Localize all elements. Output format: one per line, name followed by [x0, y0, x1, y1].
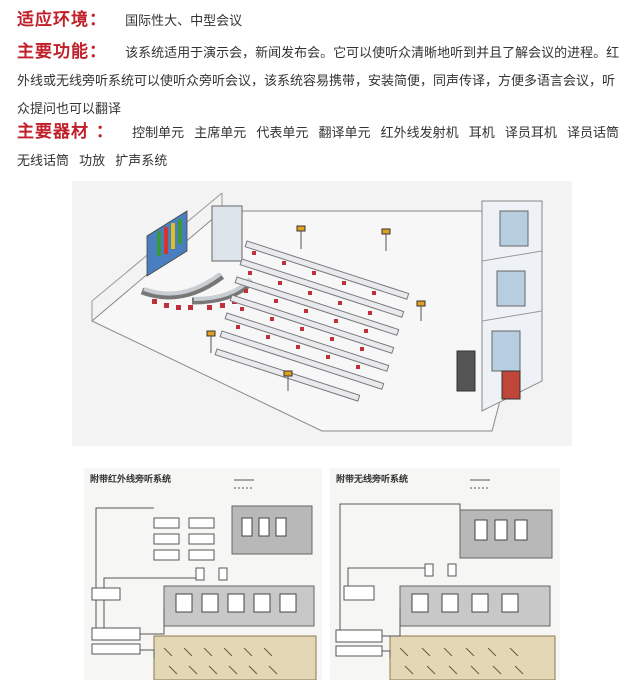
- infrared-system-diagram: 附带红外线旁听系统: [84, 468, 322, 680]
- conference-hall-illustration: [72, 181, 572, 446]
- environment-section: 适应环境： 国际性大、中型会议: [17, 6, 627, 36]
- function-heading: 主要功能：: [17, 42, 107, 62]
- environment-text: 国际性大、中型会议: [125, 14, 243, 29]
- equipment-heading: 主要器材 ：: [17, 122, 114, 142]
- function-section: 主要功能： 该系统适用于演示会，新闻发布会。它可以使听众清晰地听到并且了解会议的…: [17, 38, 627, 124]
- wireless-system-diagram: 附带无线旁听系统: [330, 468, 560, 680]
- wireless-diagram-title: 附带无线旁听系统: [336, 473, 408, 485]
- equipment-text: 控制单元 主席单元 代表单元 翻译单元 红外线发射机 耳机 译员耳机 译员话筒 …: [17, 126, 619, 169]
- equipment-section: 主要器材 ： 控制单元 主席单元 代表单元 翻译单元 红外线发射机 耳机 译员耳…: [17, 118, 627, 176]
- infrared-diagram-title: 附带红外线旁听系统: [90, 473, 171, 485]
- environment-heading: 适应环境：: [17, 10, 107, 30]
- function-text: 该系统适用于演示会，新闻发布会。它可以使听众清晰地听到并且了解会议的进程。红外线…: [17, 46, 620, 117]
